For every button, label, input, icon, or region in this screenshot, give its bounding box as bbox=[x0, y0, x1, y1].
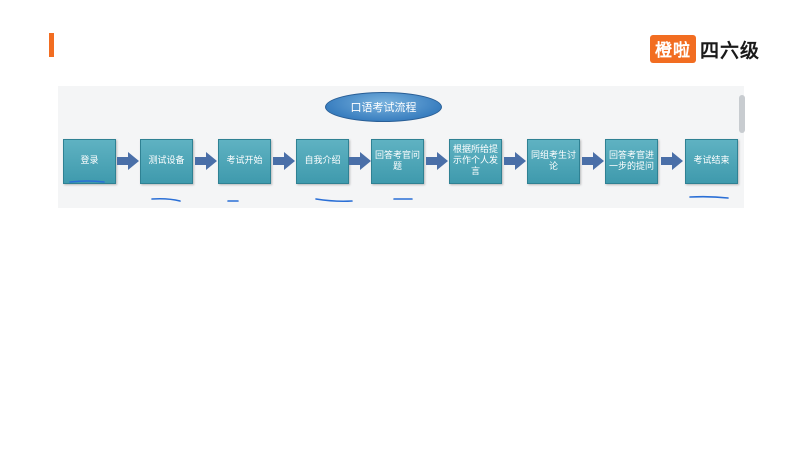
ink-underline bbox=[315, 198, 353, 203]
step-self-intro: 自我介绍 bbox=[296, 139, 349, 184]
flow-title: 口语考试流程 bbox=[325, 92, 442, 122]
flow-arrow bbox=[661, 152, 683, 170]
step-exam-start: 考试开始 bbox=[218, 139, 271, 184]
ink-underline bbox=[689, 195, 729, 199]
step-further-questions: 回答考官进一步的提问 bbox=[605, 139, 658, 184]
brand-text: 四六级 bbox=[699, 39, 760, 62]
flow-arrow bbox=[273, 152, 295, 170]
step-group-discussion: 同组考生讨论 bbox=[527, 139, 580, 184]
brand-badge: 橙啦 bbox=[649, 35, 696, 63]
flow-arrow bbox=[195, 152, 217, 170]
flow-arrow bbox=[504, 152, 526, 170]
step-exam-end: 考试结束 bbox=[685, 139, 738, 184]
brand-logo: 橙啦 四六级 bbox=[649, 35, 760, 63]
step-test-device: 测试设备 bbox=[140, 139, 193, 184]
ink-underline bbox=[69, 180, 105, 183]
step-individual-speech: 根据所给提示作个人发言 bbox=[449, 139, 502, 184]
accent-bar bbox=[49, 33, 54, 57]
scroll-handle[interactable] bbox=[739, 95, 745, 133]
step-login: 登录 bbox=[63, 139, 116, 184]
flow-arrow bbox=[582, 152, 604, 170]
flow-arrow bbox=[117, 152, 139, 170]
step-answer-examiner: 回答考官问题 bbox=[371, 139, 424, 184]
ink-underline bbox=[151, 197, 181, 202]
flow-arrow bbox=[349, 152, 371, 170]
flow-arrow bbox=[426, 152, 448, 170]
